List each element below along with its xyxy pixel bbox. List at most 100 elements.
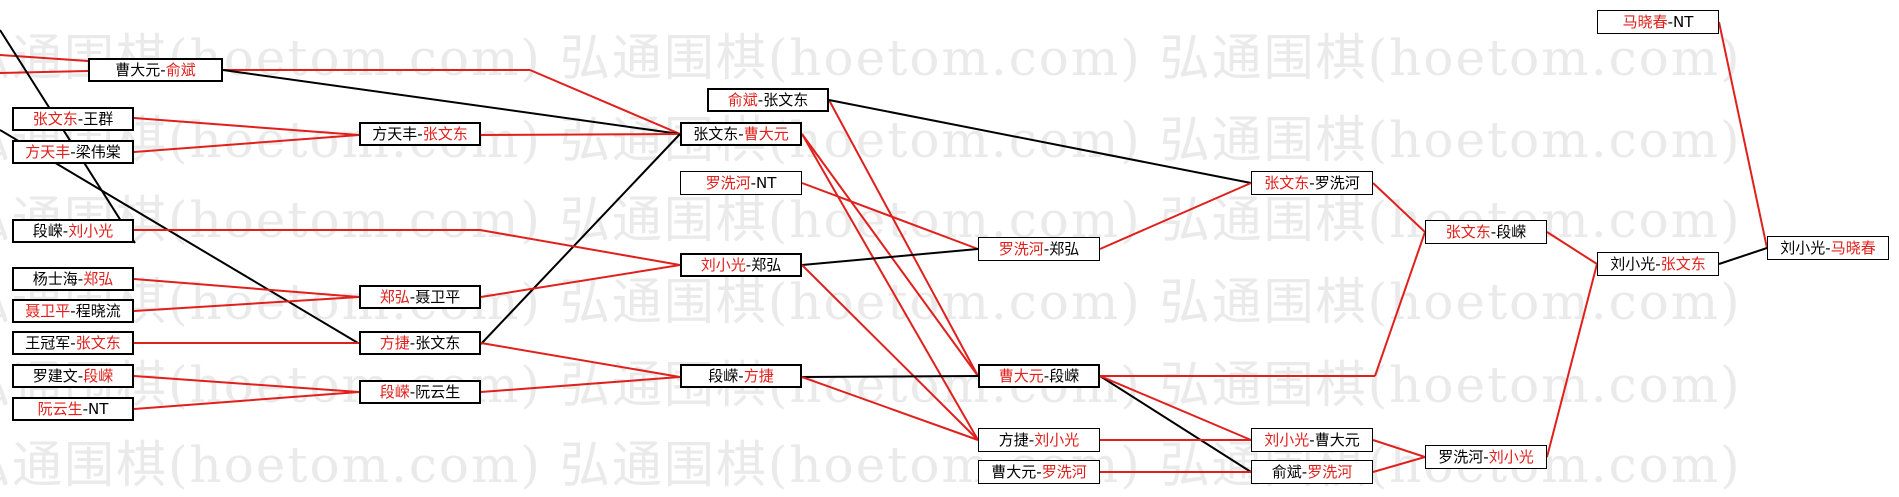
match-separator: -	[1043, 239, 1050, 258]
bracket-connector	[1372, 439, 1426, 458]
player-right: 罗洗河	[1041, 462, 1087, 481]
player-right: 张文东	[1660, 254, 1706, 273]
player-right: 王群	[83, 109, 114, 128]
match-node: 曹大元-罗洗河	[978, 460, 1100, 484]
match-separator: -	[409, 382, 416, 401]
player-right: 刘小光	[1488, 447, 1534, 466]
match-separator: -	[738, 124, 744, 143]
player-left: 方天丰	[25, 142, 71, 161]
player-right: 郑弘	[83, 269, 114, 288]
match-separator: -	[160, 60, 166, 79]
match-separator: -	[1043, 366, 1050, 385]
bracket-connector	[0, 54, 89, 62]
bracket-connector	[133, 296, 360, 312]
bracket-connector	[479, 229, 681, 266]
bracket-connector	[801, 133, 979, 441]
player-left: 王冠军	[25, 333, 71, 352]
bracket-connector	[801, 133, 979, 377]
match-separator: -	[409, 333, 416, 352]
match-node: 曹大元-段嵘	[978, 364, 1100, 388]
match-separator: -	[62, 221, 69, 240]
player-left: 俞斌	[727, 90, 758, 109]
bracket-connector	[1718, 21, 1768, 249]
match-node: 刘小光-张文东	[1597, 252, 1719, 276]
match-separator: -	[1309, 173, 1315, 192]
bracket-connector	[801, 376, 979, 441]
match-node: 方天丰-梁伟棠	[12, 140, 134, 164]
bracket-connector	[1099, 375, 1252, 441]
match-node: 段嵘-阮云生	[359, 380, 481, 404]
match-node: 罗建文-段嵘	[12, 364, 134, 388]
player-left: 聂卫平	[25, 301, 71, 320]
player-right: NT	[1673, 12, 1694, 31]
player-left: 段嵘	[32, 221, 63, 240]
player-right: NT	[756, 173, 777, 192]
match-node: 杨士海-郑弘	[12, 267, 134, 291]
match-separator: -	[77, 366, 84, 385]
bracket-connector	[1372, 456, 1426, 473]
match-node: 张文东-段嵘	[1425, 220, 1547, 244]
player-right: 曹大元	[743, 124, 789, 143]
bracket-connector	[0, 70, 89, 74]
match-separator: -	[1825, 238, 1831, 257]
match-separator: -	[70, 333, 76, 352]
player-right: 郑弘	[751, 255, 782, 274]
player-left: 方天丰	[372, 124, 418, 143]
match-node: 方捷-刘小光	[978, 428, 1100, 452]
player-left: 刘小光	[700, 255, 746, 274]
match-separator: -	[417, 124, 423, 143]
match-node: 王冠军-张文东	[12, 331, 134, 355]
bracket-connector	[480, 133, 681, 345]
player-right: 俞斌	[165, 60, 196, 79]
player-right: 梁伟棠	[75, 142, 121, 161]
player-right: 程晓流	[75, 301, 121, 320]
match-separator: -	[1028, 430, 1035, 449]
bracket-connector	[480, 133, 681, 136]
player-right: 方捷	[743, 366, 774, 385]
match-separator: -	[82, 399, 89, 418]
match-node: 张文东-曹大元	[680, 122, 802, 146]
bracket-connector	[1718, 247, 1768, 265]
match-node: 马晓春-NT	[1597, 10, 1719, 34]
match-separator: -	[70, 301, 76, 320]
bracket-connector	[1099, 182, 1252, 250]
match-node: 阮云生-NT	[12, 397, 134, 421]
match-node: 郑弘-聂卫平	[359, 285, 481, 309]
player-left: 曹大元	[991, 462, 1037, 481]
player-right: 罗洗河	[1307, 462, 1353, 481]
match-node: 方捷-张文东	[359, 331, 481, 355]
bracket-connector	[828, 99, 1252, 184]
match-node: 方天丰-张文东	[359, 122, 481, 146]
bracket-connector	[801, 264, 979, 441]
match-node: 俞斌-张文东	[707, 88, 829, 112]
player-left: 俞斌	[1271, 462, 1302, 481]
match-separator: -	[750, 173, 757, 192]
player-right: 刘小光	[68, 221, 114, 240]
player-right: 罗洗河	[1314, 173, 1360, 192]
match-separator: -	[70, 142, 76, 161]
match-node: 罗洗河-刘小光	[1425, 445, 1547, 469]
match-node: 罗洗河-NT	[680, 171, 802, 195]
bracket-connector	[222, 69, 681, 135]
player-right: 段嵘	[1049, 366, 1080, 385]
bracket-connector	[801, 375, 979, 378]
player-left: 张文东	[32, 109, 78, 128]
player-right: 张文东	[415, 333, 461, 352]
bracket-connector	[1099, 375, 1252, 473]
match-separator: -	[1667, 12, 1674, 31]
bracket-connector	[480, 264, 681, 298]
match-node: 段嵘-刘小光	[12, 219, 134, 243]
match-separator: -	[1036, 462, 1042, 481]
bracket-connector	[133, 391, 360, 410]
player-right: 张文东	[422, 124, 468, 143]
player-left: 刘小光	[1264, 430, 1310, 449]
player-right: 段嵘	[83, 366, 114, 385]
bracket-connector	[133, 278, 360, 298]
bracket-connector	[480, 342, 681, 378]
player-left: 阮云生	[37, 399, 83, 418]
player-left: 罗洗河	[998, 239, 1044, 258]
player-left: 曹大元	[115, 60, 161, 79]
bracket-connector	[133, 134, 360, 153]
player-left: 曹大元	[998, 366, 1044, 385]
